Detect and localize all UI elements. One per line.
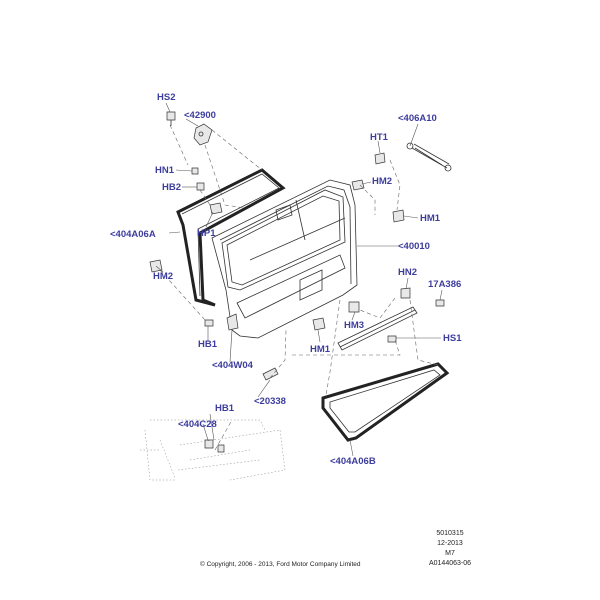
drawing-reference: 5010315 12-2013 M7 A0144063-06: [418, 529, 482, 569]
trim-strip: [337, 306, 418, 351]
label-404a06b: <404A06B: [330, 456, 376, 467]
reference-model: M7: [445, 550, 455, 557]
copyright-notice: © Copyright, 2006 - 2013, Ford Motor Com…: [200, 561, 361, 568]
label-40010: <40010: [398, 241, 430, 252]
label-404a06a: <404A06A: [110, 229, 156, 240]
label-404w04: <404W04: [212, 360, 253, 371]
label-hb1-mid: HB1: [198, 339, 218, 350]
gas-strut-406A10: [406, 142, 452, 172]
label-hb2: HB2: [162, 182, 182, 193]
assembly-lines: [159, 124, 439, 451]
label-hp1: HP1: [197, 228, 216, 239]
label-406a10: <406A10: [398, 113, 437, 124]
label-hn1: HN1: [155, 165, 175, 176]
vehicle-body-sketch: [140, 419, 286, 481]
label-hs1: HS1: [443, 333, 462, 344]
label-hn2: HN2: [398, 267, 418, 278]
drawing-id: A0144063-06: [428, 560, 472, 567]
label-hm2-right: HM2: [372, 176, 393, 187]
label-hm2-left: HM2: [153, 271, 174, 282]
label-hm1-mid: HM1: [310, 344, 331, 355]
hinge-42900: [193, 123, 213, 146]
rear-glass-seal-404A06B: [321, 362, 450, 442]
label-20338: <20338: [254, 396, 286, 407]
label-hm1-right: HM1: [420, 213, 441, 224]
tailgate-seal-404A06A: [176, 168, 286, 307]
label-ht1: HT1: [370, 132, 388, 143]
tailgate-panel-40010: [211, 179, 358, 339]
label-404c28: <404C28: [178, 419, 217, 430]
label-hb1-low: HB1: [215, 403, 235, 414]
reference-number: 5010315: [436, 530, 464, 537]
leader-lines: [155, 102, 443, 457]
label-hm3: HM3: [344, 320, 365, 331]
label-hs2: HS2: [157, 92, 176, 103]
reference-date: 12-2013: [437, 540, 463, 547]
label-42900: <42900: [184, 110, 216, 121]
fasteners: [149, 111, 445, 453]
label-17a386: 17A386: [428, 279, 462, 290]
